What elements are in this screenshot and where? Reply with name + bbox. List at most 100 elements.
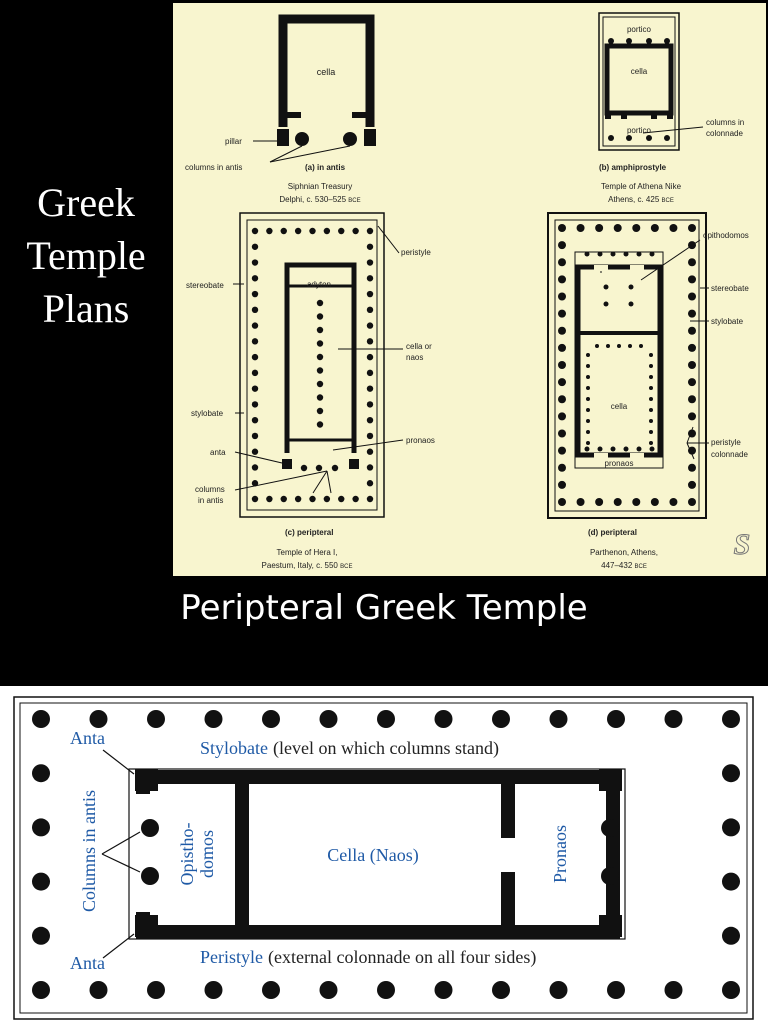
interior-column-dot	[316, 421, 324, 428]
column-dot	[576, 498, 585, 506]
column-dot	[366, 369, 374, 377]
column-dot	[352, 227, 359, 235]
column-dot	[722, 710, 740, 728]
interior-column-dot	[316, 394, 324, 401]
column-dot	[366, 306, 374, 314]
anta-top-label: Anta	[70, 728, 105, 748]
opisthodomos-column-dot	[623, 251, 629, 257]
cella-column-dot	[606, 344, 610, 348]
column-dot	[558, 275, 566, 284]
column-dot	[377, 981, 395, 999]
plan-c-leaders	[233, 225, 404, 494]
plan-c-naos-label: naos	[406, 353, 423, 362]
column-dot	[251, 448, 259, 455]
plan-d-pronaos-label: pronaos	[605, 459, 634, 468]
plan-c-title: (c) peripteral	[285, 528, 333, 537]
stylobate-note: (level on which columns stand)	[273, 738, 499, 759]
opisthodomos-label-2: domos	[197, 830, 217, 878]
cella-column-dot	[586, 419, 590, 423]
cella-column-dot	[586, 408, 590, 412]
column-dot	[366, 275, 374, 282]
plan-c-stylobate-label: stylobate	[191, 409, 224, 418]
column-dot	[319, 981, 338, 999]
column-dot	[32, 764, 50, 783]
plan-c-anta-label: anta	[210, 448, 226, 457]
plan-d-stylobate-label: stylobate	[711, 317, 744, 326]
column-dot	[323, 495, 331, 503]
cella-column-dot	[649, 353, 653, 357]
column-dot	[366, 290, 374, 298]
plan-d-title-text: peripteral	[600, 528, 636, 537]
column-dot	[377, 710, 395, 728]
plan-c-columns	[251, 227, 374, 503]
interior-column-dot	[316, 340, 324, 347]
column-dot	[251, 353, 259, 361]
anta-column-dot	[331, 464, 339, 472]
column-dot	[251, 259, 259, 266]
anta-column-dot	[601, 819, 619, 837]
cella-column-dot	[649, 375, 653, 379]
column-dot	[366, 480, 374, 487]
column-dot	[632, 224, 641, 232]
column-dot	[558, 395, 566, 404]
column-dot	[366, 338, 374, 345]
interior-column-dot	[316, 353, 324, 361]
pronaos-column-dot	[610, 446, 616, 452]
peristyle-note: (external colonnade on all four sides)	[268, 947, 536, 968]
plan-d-walls	[594, 265, 644, 459]
plan-c-sub2-text: Paestum, Italy, c. 550	[262, 561, 339, 570]
plan-d-peripteral	[547, 212, 707, 519]
temple-plans-panel: cella pillar columns in antis (a) in ant…	[173, 3, 766, 576]
cella-column-dot	[639, 344, 643, 348]
pronaos-label: Pronaos	[550, 825, 570, 883]
plan-c-title-letter: (c)	[285, 528, 295, 537]
column-dot	[366, 385, 374, 392]
interior-column-dot	[316, 407, 324, 415]
column-dot	[558, 498, 566, 506]
column-dot	[89, 981, 108, 999]
cella-column-dot	[649, 408, 653, 412]
column-dot	[558, 258, 566, 267]
interior-column-dot	[316, 367, 324, 374]
plan-d-cella-label: cella	[611, 402, 628, 411]
plan-d-era: BCE	[635, 564, 647, 570]
interior-column-dot	[316, 313, 324, 320]
column-dot	[32, 872, 50, 891]
column-dot	[688, 463, 696, 472]
column-dot	[251, 290, 259, 298]
plan-c-sub1: Temple of Hera I,	[277, 548, 338, 557]
anta-column-dot	[300, 464, 308, 472]
plan-b-era: BCE	[662, 198, 674, 204]
cella-naos-label: Cella (Naos)	[327, 845, 418, 866]
plan-a-pillar-label: pillar	[225, 137, 242, 146]
column-dot	[492, 981, 510, 999]
column-dot	[434, 981, 453, 999]
stylobate-label: Stylobate (level on which columns stand)	[200, 738, 499, 759]
column-dot	[558, 463, 566, 472]
column-dot	[251, 243, 259, 250]
column-dot	[294, 495, 302, 503]
column-dot	[549, 710, 568, 728]
plan-c-pronaos-label: pronaos	[406, 436, 435, 445]
column-dot	[338, 495, 345, 503]
column-dot	[613, 498, 622, 506]
plan-c-adyton-label: adyton	[307, 280, 331, 289]
plan-b-title: (b) amphiprostyle	[599, 163, 667, 172]
column-dot	[89, 710, 108, 728]
column-dot	[688, 412, 696, 421]
cella-column-dot	[586, 441, 590, 445]
column-dot	[251, 432, 259, 440]
column-dot	[688, 326, 696, 335]
column-dot	[294, 227, 302, 235]
column-dot	[722, 981, 740, 999]
column-dot	[319, 710, 338, 728]
column-dot	[366, 353, 374, 361]
pronaos-column-dot	[597, 446, 603, 452]
column-dot	[688, 343, 696, 352]
column-dot	[669, 498, 678, 506]
column-dot	[576, 224, 585, 232]
column-dot	[558, 446, 566, 455]
plan-b-columns-in-label: columns in	[706, 118, 744, 127]
bottom-leaders	[101, 749, 141, 959]
plan-d-colonnade-label: colonnade	[711, 450, 748, 459]
